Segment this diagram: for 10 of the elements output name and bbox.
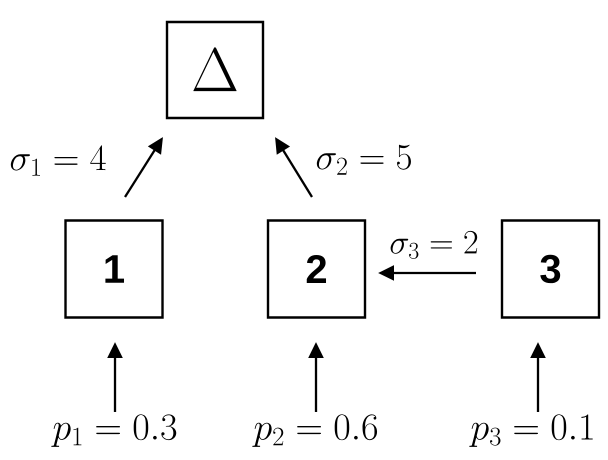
node-box: 3 <box>500 219 600 319</box>
edge-label: $\sigma_1 = 4$ <box>10 145 106 176</box>
formula-label: $p_2 = 0.6$ <box>252 414 378 447</box>
formula-label: $p_3 = 0.1$ <box>469 414 593 447</box>
node-box: 1 <box>64 219 164 319</box>
edge-label: $\sigma_2 = 5$ <box>316 144 411 175</box>
node-box: $\Delta$ <box>166 20 264 120</box>
edge-label: $\sigma_3 = 2$ <box>390 230 478 259</box>
formula-label: $p_1 = 0.3$ <box>51 414 176 447</box>
node-box: 2 <box>266 219 366 319</box>
